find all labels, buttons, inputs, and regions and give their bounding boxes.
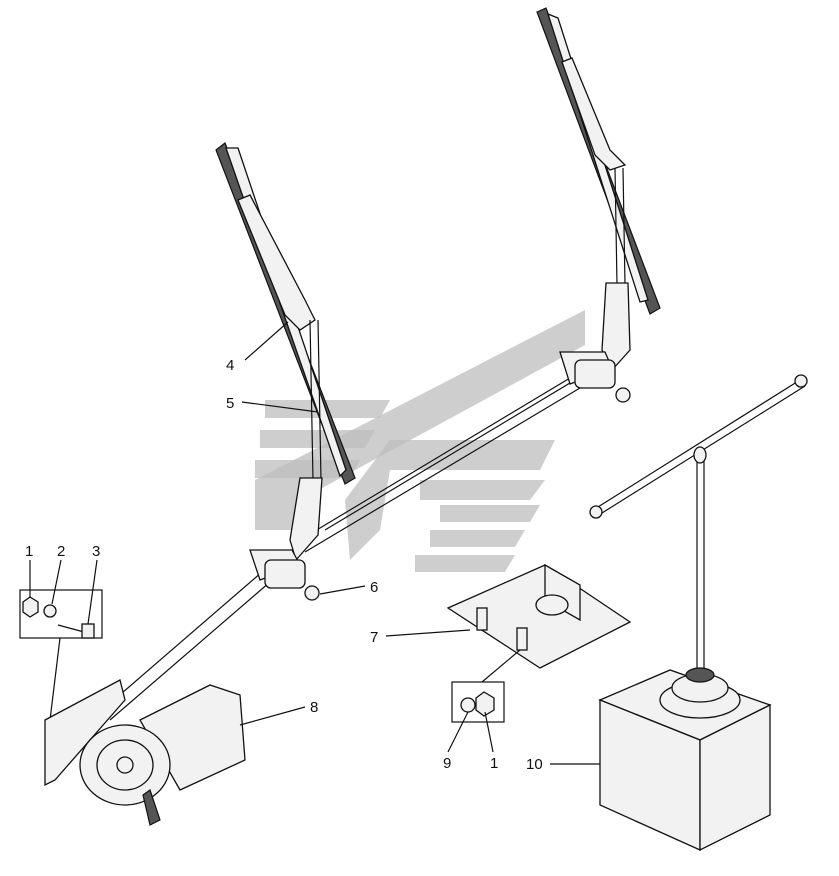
left-wiper-arm [237, 194, 323, 562]
control-unit-box [598, 667, 772, 852]
callout-1-nut-bracket: 1 [490, 755, 498, 772]
sensor-bracket [446, 563, 632, 669]
bracket-fastener-inset [451, 649, 521, 723]
drive-link-rod [99, 571, 271, 721]
callout-5-wiper-blade: 5 [226, 395, 234, 412]
callout-4-wiper-arm: 4 [226, 357, 234, 374]
right-wiper-blade [536, 7, 661, 315]
callout-2-washer: 2 [57, 543, 65, 560]
callout-1-nut: 1 [25, 543, 33, 560]
callout-7-bracket: 7 [370, 629, 378, 646]
wiring-cable [589, 374, 808, 690]
callout-6-pivot: 6 [370, 579, 378, 596]
callout-leader-lines [29, 321, 600, 765]
callout-10-control-box: 10 [526, 756, 543, 773]
right-pivot-assembly [559, 351, 631, 403]
left-pivot-assembly [249, 549, 320, 601]
callout-3-bolt: 3 [92, 543, 100, 560]
connecting-rod [299, 371, 586, 553]
manufacturer-logo-watermark [255, 310, 585, 572]
wiper-motor [79, 684, 246, 826]
fastener-inset-box [19, 589, 103, 721]
callout-9-washer: 9 [443, 755, 451, 772]
right-wiper-arm [561, 57, 631, 372]
callout-8-motor: 8 [310, 699, 318, 716]
